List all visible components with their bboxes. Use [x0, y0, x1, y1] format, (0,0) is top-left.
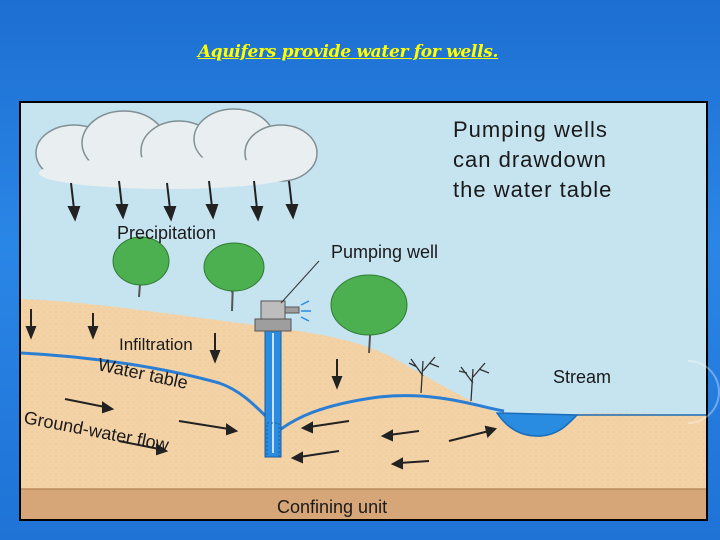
- tree-middle: [203, 242, 265, 312]
- label-stream: Stream: [553, 367, 611, 387]
- pumping-well-pointer: [280, 260, 320, 304]
- groundwater-flow-arrows: [64, 398, 497, 470]
- label-precipitation: Precipitation: [117, 223, 216, 243]
- cloud: [35, 108, 318, 189]
- infiltration-arrows: [25, 309, 343, 390]
- caption-line-3: the water table: [453, 177, 612, 202]
- slide-title: Aquifers provide water for wells.: [197, 42, 499, 62]
- aquifer-diagram: Pumping wells can drawdown the water tab…: [19, 101, 708, 521]
- caption-line-2: can drawdown: [453, 147, 607, 172]
- pumping-well: [254, 300, 311, 458]
- diagram-svg: Pumping wells can drawdown the water tab…: [20, 103, 706, 519]
- confining-unit: [21, 489, 706, 519]
- stream: [495, 412, 579, 437]
- slide-decoration-arc: [688, 360, 720, 424]
- caption-line-1: Pumping wells: [453, 117, 608, 142]
- label-confining-unit: Confining unit: [277, 497, 387, 517]
- tree-right: [330, 274, 408, 354]
- bare-shrubs: [408, 356, 490, 402]
- tree-left: [112, 236, 170, 298]
- soil-texture: [21, 299, 706, 519]
- rain-arrows: [67, 180, 299, 222]
- label-infiltration: Infiltration: [119, 335, 193, 354]
- label-pumping-well: Pumping well: [331, 242, 438, 262]
